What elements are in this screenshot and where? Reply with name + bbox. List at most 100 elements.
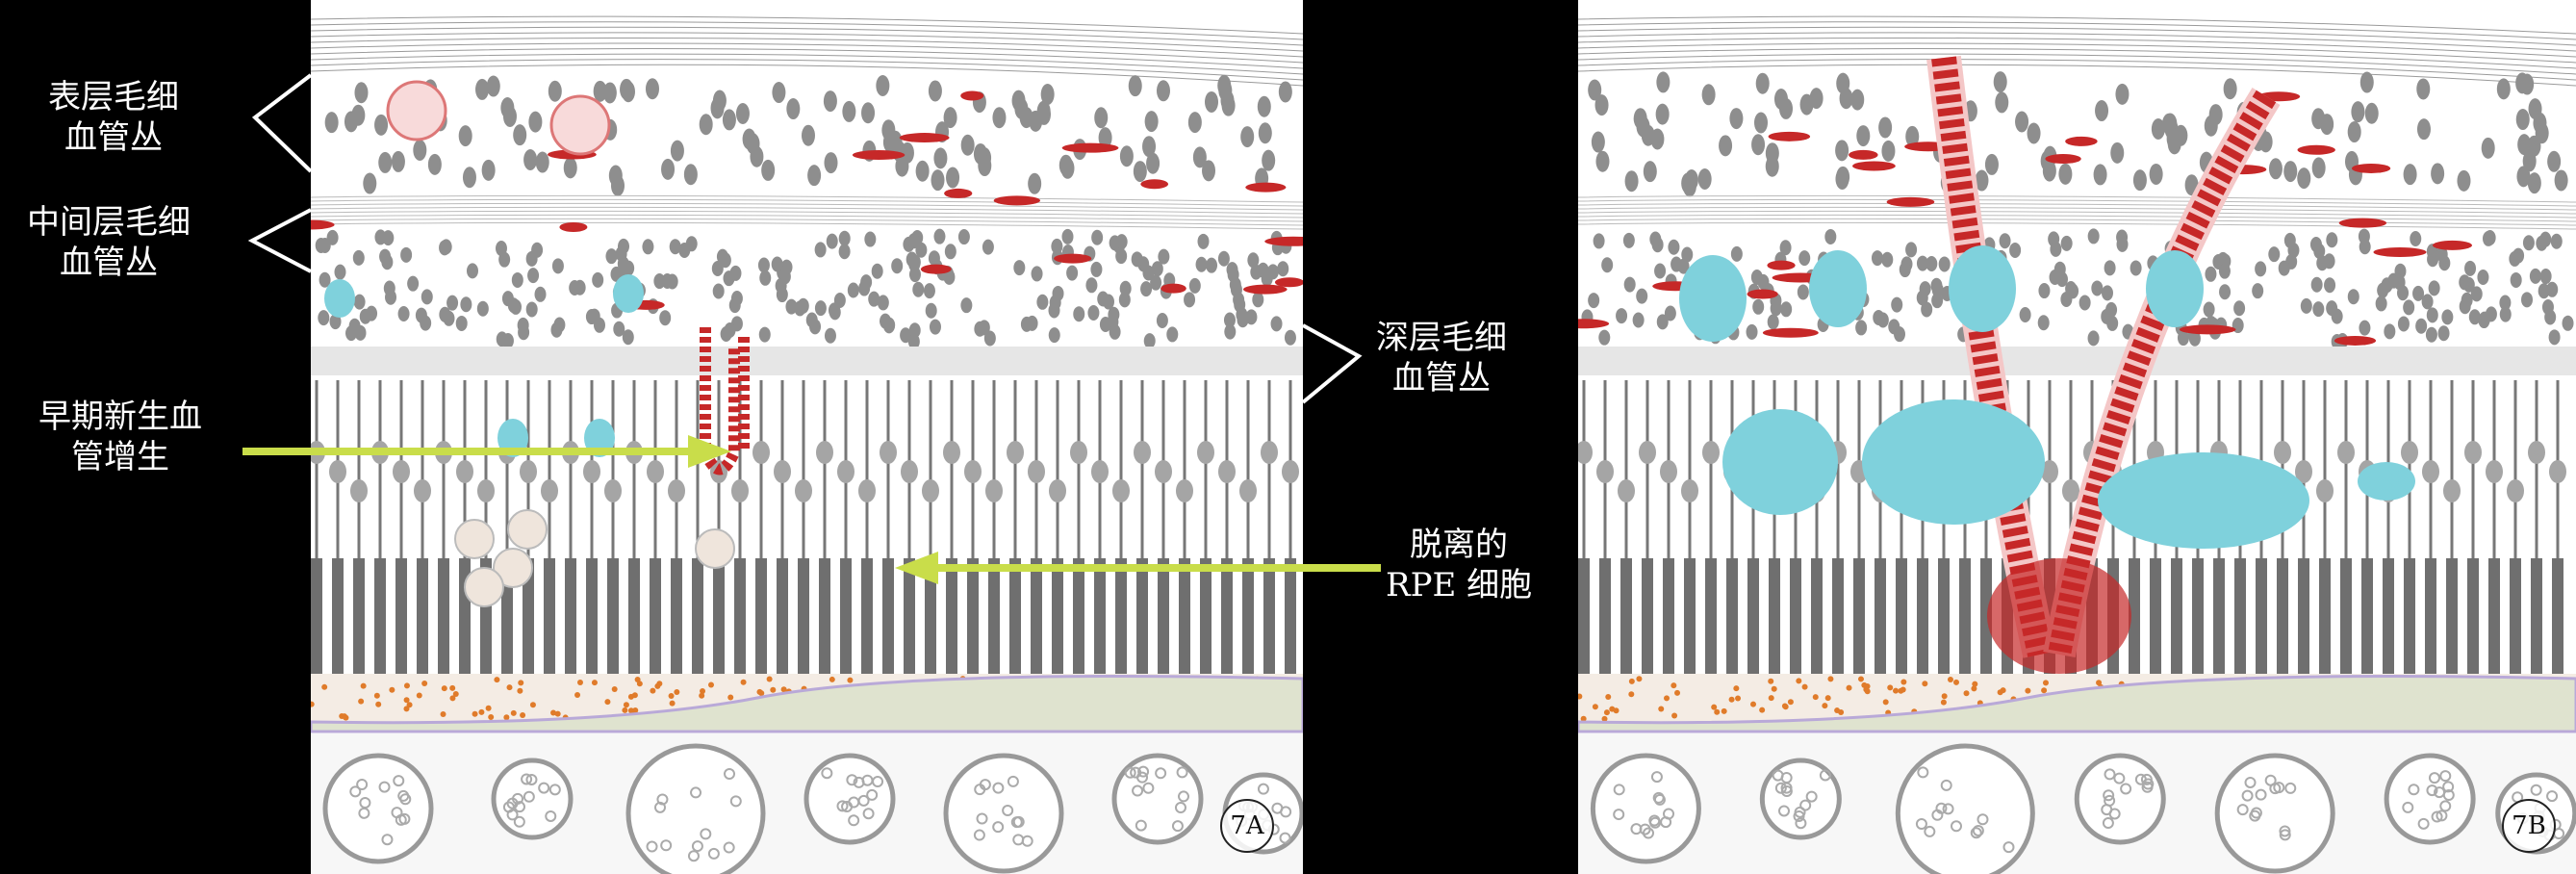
inner-nuclear-cell [1601,257,1614,273]
photoreceptor-segment [1832,558,1844,674]
ganglion-cell [2516,166,2531,188]
photoreceptor-nucleus [901,460,918,483]
rpe-pigment [478,708,485,715]
ganglion-cell [2223,78,2237,100]
blood-cell-outline [1663,808,1675,820]
photoreceptor-nucleus [1596,460,1614,483]
ganglion-cell [2149,163,2163,185]
inner-nuclear-cell [534,286,547,302]
inner-nuclear-cell [2324,277,2336,294]
rpe-pigment [1636,676,1643,682]
ganglion-cell [842,100,856,122]
ganglion-cell [1656,71,1671,93]
inner-nuclear-cell [711,261,724,277]
blood-cell-outline [2408,784,2420,796]
blood-cell-outline [1012,815,1025,828]
capillary-vessel [960,90,984,101]
early-neovascularization-label: 早期新生血 管增生 [38,397,202,477]
inner-nuclear-cell [2415,318,2428,334]
ganglion-cell [2297,167,2311,190]
photoreceptor-nucleus [456,460,473,483]
rpe-pigment [847,677,854,683]
inner-nuclear-cell [2394,263,2407,279]
blood-cell-outline [358,807,370,819]
rpe-pigment [403,682,410,689]
photoreceptor-segment [2404,558,2415,674]
inner-nuclear-cell [1876,312,1889,328]
photoreceptor-nucleus [943,441,960,464]
ganglion-cell [933,147,948,169]
inner-nuclear-cell [724,321,736,338]
photoreceptor-segment [1938,558,1950,674]
photoreceptor-nucleus [393,460,410,483]
ganglion-cell [1595,150,1610,172]
ganglion-cell [1128,75,1142,97]
ganglion-cell [535,151,549,173]
detached-rpe-cell [464,567,504,607]
ganglion-cell [1192,146,1207,168]
rpe-pigment [1664,695,1671,702]
rpe-pigment [1940,699,1947,706]
photoreceptor-nucleus [858,479,876,502]
blood-cell-outline [393,775,405,787]
nerve-fiber-line [311,64,1303,87]
rpe-pigment [1592,704,1598,710]
inner-nuclear-cell [348,318,361,334]
inner-nuclear-cell [1085,277,1098,294]
rpe-pigment [1824,695,1831,702]
capillary-vessel [1886,196,1935,207]
intraretinal-fluid [1679,255,1747,342]
ganglion-cell [960,134,975,156]
photoreceptor-segment [1980,558,1992,674]
inner-nuclear-cell [1099,317,1111,333]
inner-nuclear-cell [1195,256,1208,272]
inner-nuclear-cell [2562,315,2574,331]
inner-nuclear-cell [1588,293,1600,309]
ganglion-cell [2457,169,2471,192]
choroidal-vessel [322,753,434,864]
capillary-vessel [899,133,950,143]
photoreceptor-segment [2531,558,2542,674]
ganglion-cell [1878,116,1893,139]
inner-nuclear-cell [1036,294,1049,310]
blood-cell-outline [2244,776,2257,788]
inner-nuclear-cell [1916,255,1928,271]
photoreceptor-segment [692,558,703,674]
ganglion-cell [620,78,634,100]
blood-cell-outline [1177,790,1189,803]
photoreceptor-nucleus [1639,441,1656,464]
inner-nuclear-cell [929,319,941,335]
photoreceptor-nucleus [1681,479,1698,502]
nerve-fiber-line [311,21,1303,40]
inner-nuclear-cell [1158,248,1170,265]
photoreceptor-segment [1158,558,1169,674]
inner-nuclear-cell [1184,292,1196,308]
inner-nuclear-cell [1151,261,1163,277]
ganglion-cell [978,155,992,177]
inner-nuclear-cell [933,228,946,244]
blood-cell-outline [2530,784,2542,796]
inner-nuclear-cell [771,256,783,272]
photoreceptor-nucleus [2528,441,2545,464]
inner-nuclear-cell [1930,277,1943,294]
rpe-pigment [1827,676,1834,682]
blood-cell-outline [1942,803,1954,815]
rpe-pigment [766,676,773,682]
nerve-fiber-line [1578,42,2576,64]
inner-nuclear-cell [757,257,770,273]
inner-nuclear-cell [983,330,996,347]
capillary-vessel [1160,283,1186,294]
ganglion-cell [2161,113,2176,135]
rpe-pigment [421,680,428,686]
inner-nuclear-cell [2310,276,2323,293]
blood-cell-outline [2279,825,2291,837]
inner-nuclear-cell [613,321,625,337]
photoreceptor-nucleus [837,460,854,483]
blood-cell-outline [2102,817,2114,830]
inner-nuclear-cell [353,294,366,310]
photoreceptor-segment [1769,558,1780,674]
ganglion-cell [742,128,756,150]
inner-nuclear-cell [319,271,331,288]
photoreceptor-segment [2552,558,2563,674]
photoreceptor-nucleus [2464,441,2482,464]
